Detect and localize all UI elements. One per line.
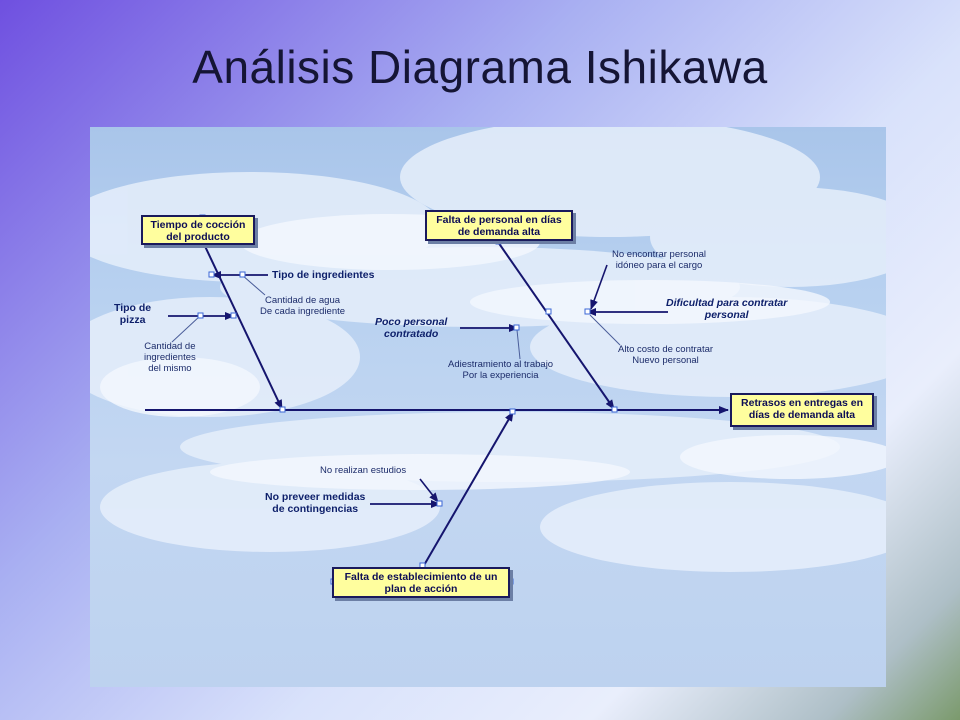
cloud-background xyxy=(90,127,886,572)
arrow-no-encontrar xyxy=(590,264,608,310)
slide-title: Análisis Diagrama Ishikawa xyxy=(192,41,768,93)
cloud-highlights xyxy=(100,214,886,490)
diagram-canvas xyxy=(90,127,886,600)
label-dificultad: Dificultad para contratar personal xyxy=(666,297,788,321)
label-no-encontrar: No encontrar personal idóneo para el car… xyxy=(612,249,706,271)
bone-personal xyxy=(497,241,615,410)
label-adiestramiento: Adiestramiento al trabajo Por la experie… xyxy=(448,359,554,381)
effect-box: Retrasos en entregas en días de demanda … xyxy=(730,393,874,427)
label-poco-personal: Poco personal contratado xyxy=(375,316,448,340)
label-no-estudios: No realizan estudios xyxy=(320,465,407,476)
connector-lines xyxy=(171,274,621,360)
label-tipo-ingredientes: Tipo de ingredientes xyxy=(272,269,375,281)
label-no-preveer: No preveer medidas de contingencias xyxy=(265,491,366,515)
label-cantidad-agua: Cantidad de agua De cada ingrediente xyxy=(260,295,346,317)
label-cantidad-ingredientes: Cantidad de ingredientes del mismo xyxy=(144,341,196,374)
arrow-no-estudios xyxy=(419,478,439,503)
bone-tiempo xyxy=(202,241,283,410)
label-tipo-pizza: Tipo de pizza xyxy=(114,302,152,326)
cause-box-tiempo: Tiempo de cocción del producto xyxy=(141,215,255,245)
label-alto-costo: Alto costo de contratar Nuevo personal xyxy=(618,344,714,366)
bone-plan xyxy=(422,411,514,568)
cause-box-plan: Falta de establecimiento de un plan de a… xyxy=(332,567,510,598)
cause-box-personal: Falta de personal en días de demanda alt… xyxy=(425,210,573,241)
ishikawa-diagram: Tiempo de cocción del producto Falta de … xyxy=(90,127,886,687)
